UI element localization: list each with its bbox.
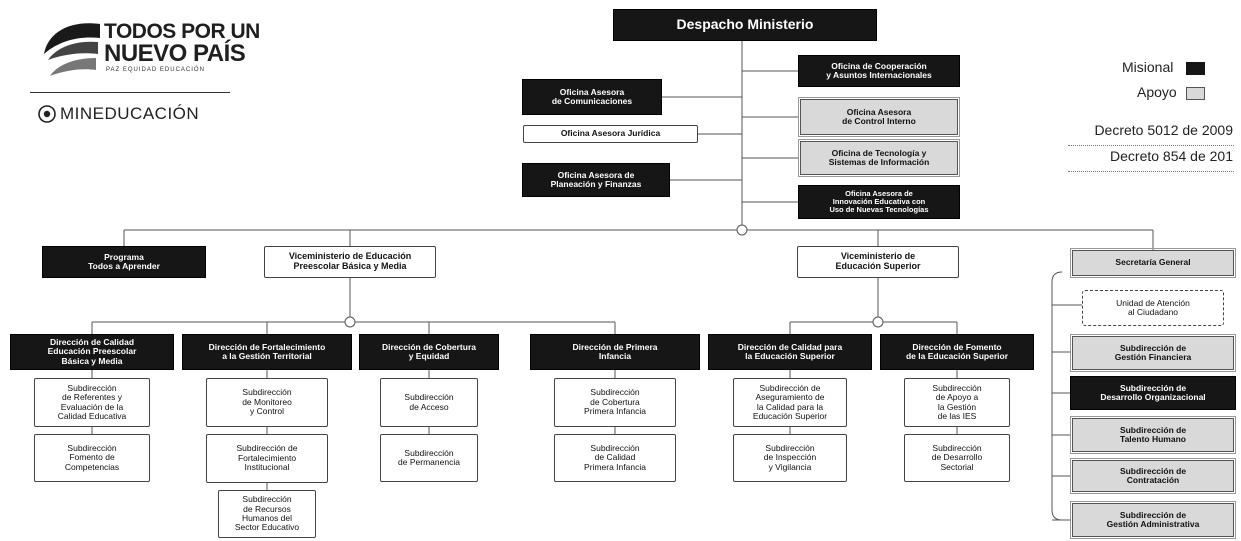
unidad-atencion-ciudadano: Unidad de Atención al Ciudadano (1082, 290, 1224, 326)
legend-misional-swatch (1186, 62, 1205, 75)
junction-node (736, 224, 748, 236)
subdireccion-inspeccion: Subdirección de Inspección y Vigilancia (733, 434, 847, 482)
viceministerio-superior: Viceministerio de Educación Superior (797, 246, 959, 278)
subdireccion-acceso: Subdirección de Acceso (380, 378, 478, 427)
direccion-cobertura: Dirección de Cobertura y Equidad (359, 334, 499, 370)
programa-todos-a-aprender: Programa Todos a Aprender (42, 246, 206, 278)
subdireccion-gestion-financiera: Subdirección de Gestión Financiera (1070, 334, 1236, 372)
office-tecnologia: Oficina de Tecnología y Sistemas de Info… (798, 139, 960, 177)
direccion-fomento-superior: Dirección de Fomento de la Educación Sup… (880, 334, 1034, 370)
office-juridica: Oficina Asesora Jurídica (523, 125, 698, 143)
logo-tagline: PAZ EQUIDAD EDUCACIÓN (106, 67, 205, 73)
office-innovacion: Oficina Asesora de Innovación Educativa … (798, 185, 960, 219)
junction-node (344, 316, 356, 328)
office-comunicaciones: Oficina Asesora de Comunicaciones (522, 79, 662, 115)
decreto-2: Decreto 854 de 201 (1110, 148, 1233, 164)
subdireccion-calidad-primera-infancia: Subdirección de Calidad Primera Infancia (554, 434, 676, 482)
decreto-1: Decreto 5012 de 2009 (1094, 122, 1233, 138)
subdireccion-cobertura-primera-infancia: Subdirección de Cobertura Primera Infanc… (554, 378, 676, 427)
office-control-interno: Oficina Asesora de Control Interno (798, 97, 960, 137)
viceministerio-basica: Viceministerio de Educación Preescolar B… (264, 246, 436, 278)
logo-ministry: MINEDUCACIÓN (60, 104, 200, 123)
logo-divider (30, 92, 230, 93)
office-planeacion: Oficina Asesora de Planeación y Finanzas (522, 163, 670, 197)
office-cooperacion: Oficina de Cooperación y Asuntos Interna… (798, 55, 960, 87)
direccion-calidad-superior: Dirección de Calidad para la Educación S… (708, 334, 872, 370)
subdireccion-desarrollo-organizacional: Subdirección de Desarrollo Organizaciona… (1070, 376, 1236, 410)
subdireccion-recursos-humanos: Subdirección de Recursos Humanos del Sec… (218, 490, 316, 538)
subdireccion-referentes: Subdirección de Referentes y Evaluación … (34, 378, 150, 427)
junction-node (872, 316, 884, 328)
legend-apoyo-label: Apoyo (1137, 84, 1177, 100)
subdireccion-contratacion: Subdirección de Contratación (1070, 458, 1236, 494)
flag-swoosh-icon (44, 23, 100, 76)
secretaria-general: Secretaría General (1070, 248, 1236, 278)
despacho-ministerio: Despacho Ministerio (613, 9, 877, 41)
subdireccion-permanencia: Subdirección de Permanencia (380, 434, 478, 482)
legend-apoyo-swatch (1186, 87, 1205, 100)
subdireccion-fomento-competencias: Subdirección Fomento de Competencias (34, 434, 150, 482)
direccion-calidad-basica: Dirección de Calidad Educación Preescola… (10, 334, 174, 370)
logo-line-2: NUEVO PAÍS (104, 40, 246, 67)
decreto-rule-1 (1068, 145, 1234, 146)
logo-line-1: TODOS POR UN (104, 20, 260, 43)
direccion-fortalecimiento: Dirección de Fortalecimiento a la Gestió… (182, 334, 352, 370)
coat-of-arms-icon (38, 105, 56, 123)
legend-misional-label: Misional (1122, 59, 1174, 75)
direccion-primera-infancia: Dirección de Primera Infancia (530, 334, 700, 370)
subdireccion-apoyo-ies: Subdirección de Apoyo a la Gestión de la… (904, 378, 1010, 427)
decreto-rule-2 (1068, 171, 1234, 172)
subdireccion-aseguramiento: Subdirección de Aseguramiento de la Cali… (733, 378, 847, 427)
subdireccion-desarrollo-sectorial: Subdirección de Desarrollo Sectorial (904, 434, 1010, 482)
subdireccion-monitoreo: Subdirección de Monitoreo y Control (206, 378, 328, 427)
subdireccion-talento-humano: Subdirección de Talento Humano (1070, 416, 1236, 454)
subdireccion-gestion-administrativa: Subdirección de Gestión Administrativa (1070, 501, 1236, 539)
subdireccion-fortalecimiento-institucional: Subdirección de Fortalecimiento Instituc… (206, 434, 328, 483)
